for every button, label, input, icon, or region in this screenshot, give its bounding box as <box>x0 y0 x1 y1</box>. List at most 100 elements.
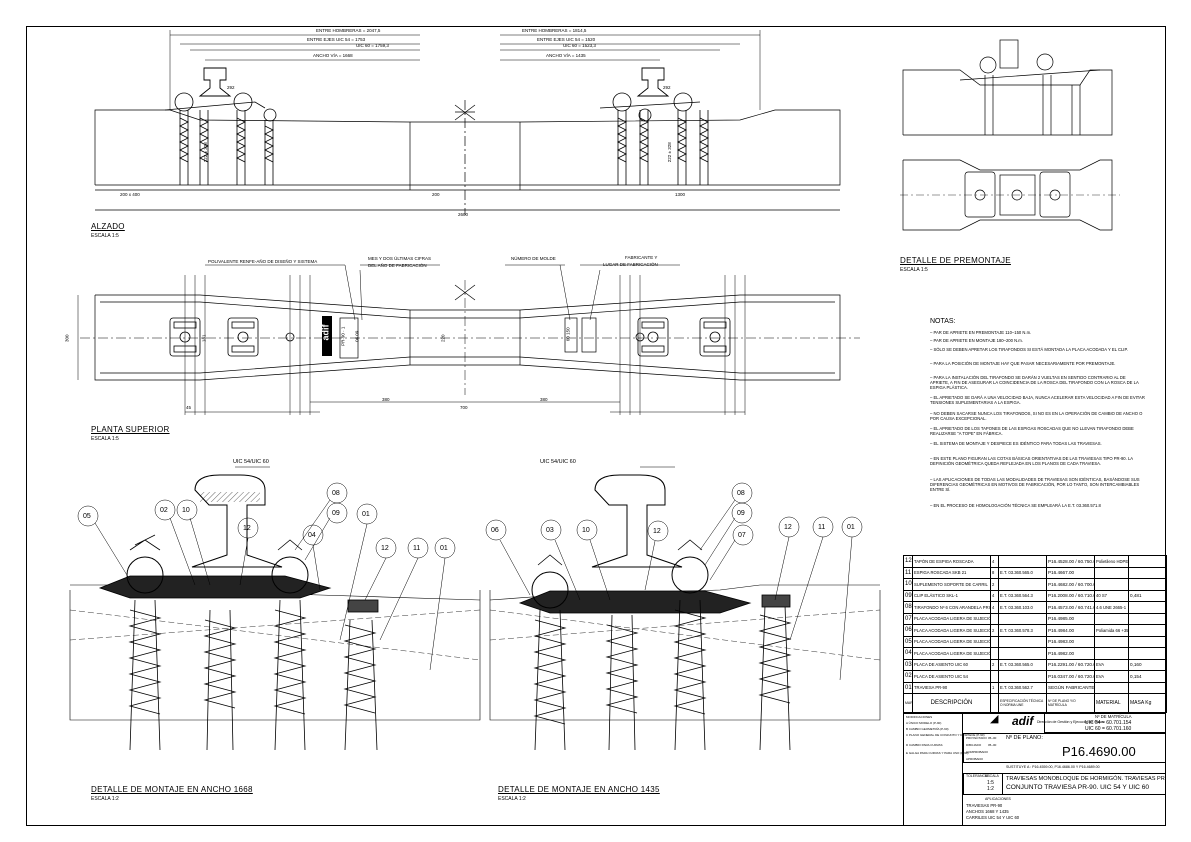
bom-header-spec: ESPECIFICACIÓN TÉCNICA O NORMA UNE <box>998 693 1047 713</box>
bom-cell-qty: 2 <box>990 624 999 637</box>
planta-label-fabricante-2: LUGAR DE FABRICACIÓN <box>603 262 658 267</box>
bom-cell-mass <box>1128 555 1167 568</box>
note-item: – EN EL PROCESO DE HOMOLOGACIÓN TÉCNICA … <box>930 503 1101 508</box>
detalle-1668-title: DETALLE DE MONTAJE EN ANCHO 1668 <box>91 785 253 794</box>
bom-cell-plan: P16.2291.00 / 60.720.080 <box>1046 658 1095 671</box>
alzado-dim-200x400: 200 x 400 <box>120 192 140 197</box>
planta-label-polivalente: POLIVALENTE RENFE-AÑO DE DISEÑO Y SISTEM… <box>208 259 318 264</box>
note-item: – EL SISTEMA DE MONTAJE Y DESPIECE ES ID… <box>930 441 1102 446</box>
alzado-entre-ejes-right-60: UIC 60 = 1523,3 <box>563 43 596 48</box>
bom-cell-qty: 2 <box>990 578 999 591</box>
bom-cell-mass <box>1128 578 1167 591</box>
planta-dim-300: 300 <box>64 334 70 343</box>
bom-cell-desc: PLACA ACODADA LIGERA DE SUJECIÓN A0/E-24 <box>912 635 991 648</box>
bom-cell-spec <box>998 635 1047 648</box>
bom-cell-mat <box>1094 681 1129 694</box>
title-block-tolerancia: TOLERANCIA <box>966 774 989 778</box>
bom-cell-desc: PLACA ACODADA LIGERA DE SUJECIÓN A0/-30 <box>912 624 991 637</box>
callout-09: 09 <box>332 510 340 517</box>
bom-cell-spec <box>998 670 1047 683</box>
note-item: – PAR DE APRIETE EN PREMONTAJE 110–150 N… <box>930 330 1032 335</box>
bom-cell-spec: E.T. 03.360.103.0 <box>998 601 1047 614</box>
bom-header-plan: Nº DE PLANO Y/O MATRÍCULA <box>1046 693 1095 713</box>
bom-cell-plan: P16.4982.00 <box>1046 647 1095 660</box>
detalle-1668-scale: ESCALA 1:2 <box>91 796 119 802</box>
bom-cell-pos: 10 <box>903 578 913 591</box>
bom-cell-pos: 02 <box>903 670 913 683</box>
bom-cell-mass <box>1128 624 1167 637</box>
title-block-org: Dirección de Gestión y Ejecución de Obra… <box>1037 720 1104 724</box>
bom-cell-spec <box>998 612 1047 625</box>
bom-cell-qty: 8 <box>990 566 999 579</box>
callout-07: 07 <box>738 532 746 539</box>
planta-label-molde: NÚMERO DE MOLDE <box>511 256 556 261</box>
note-item: – EL APRIETADO SE DARÁ A UNA VELOCIDAD B… <box>930 395 1145 405</box>
adif-logo: adif <box>1012 714 1034 728</box>
callout-10: 10 <box>582 527 590 534</box>
planta-dim-45: 45 <box>186 405 192 410</box>
title-block-plano-box <box>963 733 1166 763</box>
bom-cell-pos: 05 <box>903 635 913 648</box>
planta-code-molde: 00 150 <box>565 327 571 342</box>
title-block-aplicacion-0: TRAVIESAS PR-90 <box>966 803 1003 808</box>
callout-12: 12 <box>381 545 389 552</box>
callout-01: 01 <box>847 524 855 531</box>
alzado-entre-ejes-left-60: UIC 60 = 1759,3 <box>356 43 389 48</box>
planta-label-mes-2: DEL AÑO DE FABRICACIÓN <box>368 263 427 268</box>
bom-header-row: MARCA DESCRIPCIÓN ESPECIFICACIÓN TÉCNICA… <box>903 693 1167 713</box>
bom-cell-qty: 1 <box>990 681 999 694</box>
title-block-escala-label: ESCALA <box>985 774 999 778</box>
bom-cell-mat: 40 S7 <box>1094 589 1129 602</box>
callout-01: 01 <box>440 545 448 552</box>
detalle-1435-title: DETALLE DE MONTAJE EN ANCHO 1435 <box>498 785 660 794</box>
alzado-dim-222-right: 222 ± 328 <box>666 142 672 163</box>
alzado-ancho-via-right: ANCHO VÍA = 1435 <box>546 53 586 58</box>
title-block-plano-label: Nº DE PLANO: <box>1006 735 1043 741</box>
detalle-1435-scale: ESCALA 1:2 <box>498 796 526 802</box>
bom-cell-qty: 4 <box>990 555 999 568</box>
note-item: – EN ESTE PLANO FIGURAN LAS COTAS BÁSICA… <box>930 456 1133 466</box>
planta-scale: ESCALA 1:5 <box>91 436 119 442</box>
bom-cell-qty <box>990 670 999 683</box>
bom-cell-spec: E.T. 03.360.562.7 <box>998 681 1047 694</box>
planta-code-pr: PR-90 · 1 <box>340 326 346 346</box>
bom-cell-mat <box>1094 612 1129 625</box>
bom-cell-desc: PLACA DE ASIENTO UIC 60 <box>912 658 991 671</box>
bom-cell-plan: P16.4983.00 <box>1046 635 1095 648</box>
bom-cell-pos: 11 <box>903 566 913 579</box>
bom-cell-desc: TIRAFONDO Nº 6 CON ARANDELA PRISIONERA D… <box>912 601 991 614</box>
bom-cell-mass <box>1128 601 1167 614</box>
bom-header-pos: MARCA <box>903 693 913 713</box>
bom-cell-mat <box>1094 635 1129 648</box>
callout-12: 12 <box>243 525 251 532</box>
bom-cell-mat <box>1094 647 1129 660</box>
alzado-drawing <box>94 30 841 215</box>
bom-cell-spec <box>998 578 1047 591</box>
bom-cell-pos: 07 <box>903 612 913 625</box>
alzado-dim-222-left: 222 ± 328 <box>202 142 208 163</box>
alzado-dim-200: 200 <box>432 192 440 197</box>
bom-cell-pos: 08 <box>903 601 913 614</box>
planta-dim-220: 220 <box>440 334 446 343</box>
bom-cell-plan: SEGÚN FABRICANTE <box>1046 681 1095 694</box>
bom-cell-mass: 0,160 <box>1128 658 1167 671</box>
bom-cell-qty: 4 <box>990 601 999 614</box>
detalle-1668-drawing <box>69 466 481 751</box>
bom-cell-qty: 4 <box>990 589 999 602</box>
callout-11: 11 <box>818 524 826 531</box>
planta-dim-380-left: 380 <box>382 397 390 402</box>
title-block-escala-box <box>963 773 1003 795</box>
planta-code-mes: 06 09 <box>354 330 360 342</box>
bom-cell-mass: 0,154 <box>1128 670 1167 683</box>
alzado-title: ALZADO <box>91 222 125 231</box>
note-item: – EL APRIETADO DE LOS TAPONES DE LAS ESP… <box>930 426 1134 436</box>
bom-cell-pos: 09 <box>903 589 913 602</box>
bom-cell-pos: 03 <box>903 658 913 671</box>
title-block-role-0: PROYECTADO <box>966 736 987 740</box>
planta-drawing <box>77 264 860 415</box>
